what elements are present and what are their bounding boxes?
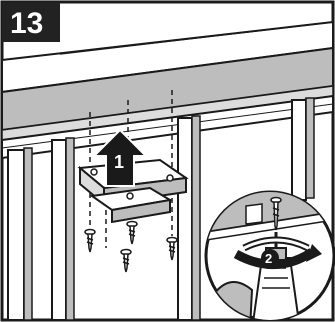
callout-2-label: 2 xyxy=(265,251,272,266)
step-number: 13 xyxy=(10,7,43,40)
callout-1-label: 1 xyxy=(114,152,124,172)
step-badge: 13 xyxy=(2,2,60,42)
